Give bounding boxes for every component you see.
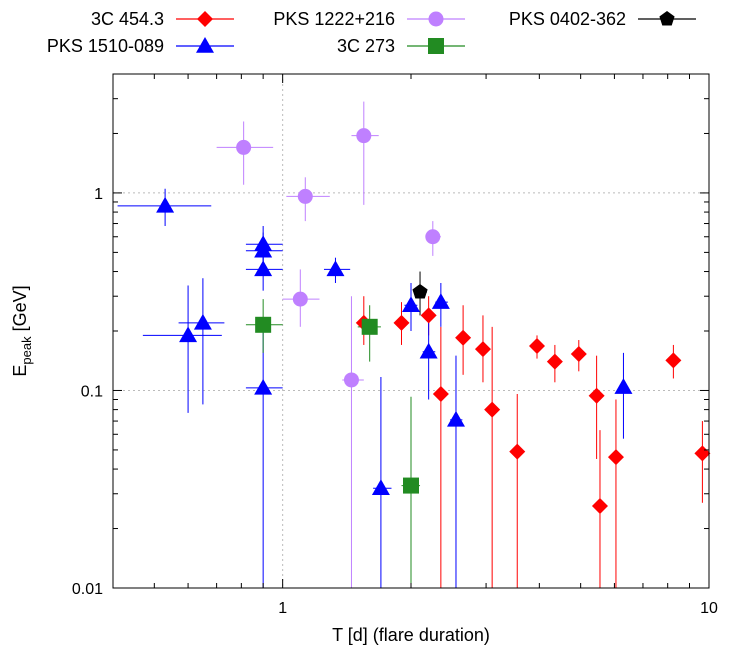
circle-marker — [343, 372, 359, 388]
circle-marker — [356, 128, 372, 144]
triangle-marker — [431, 293, 450, 309]
circle-marker — [292, 291, 308, 307]
diamond-marker — [665, 352, 682, 369]
diamond-marker — [509, 443, 526, 460]
diamond-marker — [529, 337, 546, 354]
triangle-marker — [156, 196, 175, 213]
diamond-marker — [474, 341, 491, 358]
triangle-marker — [179, 326, 198, 343]
diamond-marker — [546, 353, 563, 370]
legend-label: 3C 454.3 — [91, 9, 164, 29]
diamond-marker — [694, 445, 711, 462]
legend-label: PKS 1510-089 — [47, 36, 164, 56]
triangle-marker — [193, 313, 212, 330]
diamond-marker — [393, 314, 410, 331]
diamond-marker — [197, 11, 213, 27]
triangle-marker — [402, 296, 420, 313]
series-pks-1510-089 — [156, 196, 633, 495]
legend-label: 3C 273 — [337, 36, 395, 56]
x-tick-label: 10 — [700, 600, 718, 617]
square-marker — [403, 477, 419, 494]
y-tick-label: 0.1 — [81, 383, 103, 400]
pentagon-marker — [412, 284, 428, 299]
legend-label: PKS 1222+216 — [273, 9, 395, 29]
triangle-marker — [614, 378, 633, 394]
pentagon-marker — [659, 11, 675, 26]
triangle-marker — [254, 241, 273, 258]
triangle-marker — [254, 260, 273, 277]
legend-label: PKS 0402-362 — [509, 9, 626, 29]
diamond-marker — [588, 387, 605, 404]
y-axis-label-unit: [GeV] — [10, 285, 30, 336]
series-pks-0402-362 — [412, 284, 428, 299]
y-axis-label-sub: peak — [19, 336, 34, 365]
square-marker — [361, 318, 378, 335]
triangle-marker — [419, 342, 438, 359]
diamond-marker — [607, 449, 624, 466]
triangle-marker — [371, 479, 390, 495]
error-bars — [117, 101, 703, 588]
diamond-marker — [420, 307, 437, 324]
grid — [113, 74, 709, 588]
series-pks-1222-216 — [236, 128, 441, 388]
y-tick-label: 0.01 — [72, 581, 103, 598]
triangle-marker — [446, 410, 465, 427]
data-markers — [156, 128, 711, 515]
y-axis-label-main: E — [10, 365, 30, 377]
square-marker — [428, 38, 444, 54]
triangle-marker — [254, 378, 273, 395]
circle-marker — [236, 139, 252, 155]
circle-marker — [425, 229, 441, 245]
diamond-marker — [570, 345, 587, 362]
diamond-marker — [484, 401, 501, 418]
series-3c-273 — [255, 316, 419, 494]
triangle-marker — [326, 260, 345, 277]
axis-ticks: 1 10 0.01 0.1 1 — [72, 73, 718, 617]
x-axis-label: T [d] (flare duration) — [332, 625, 490, 645]
circle-marker — [428, 11, 444, 27]
diamond-marker — [432, 385, 449, 402]
diamond-marker — [455, 329, 472, 346]
x-tick-label: 1 — [278, 600, 287, 617]
square-marker — [255, 316, 272, 333]
y-axis-label: Epeak [GeV] — [10, 285, 34, 376]
y-tick-label: 1 — [94, 186, 103, 203]
triangle-marker — [196, 37, 214, 53]
diamond-marker — [591, 498, 608, 515]
circle-marker — [297, 188, 313, 204]
